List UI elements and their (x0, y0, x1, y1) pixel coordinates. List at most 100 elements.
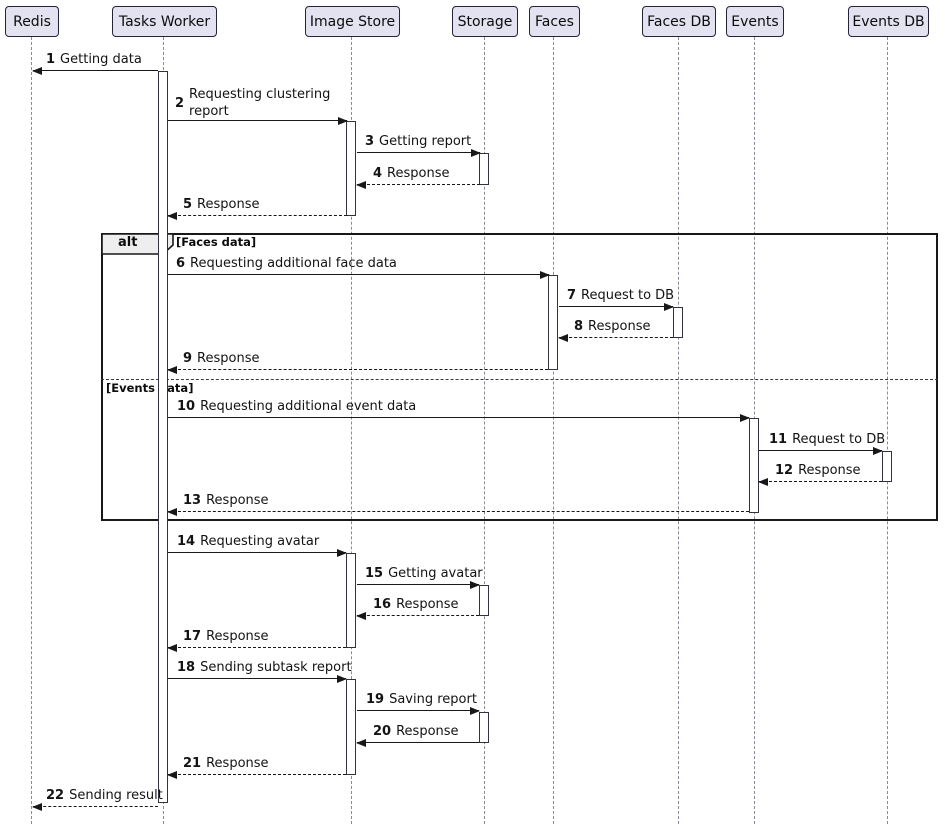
arrowhead-right-icon (740, 414, 750, 422)
message-arrow-11 (759, 447, 883, 455)
arrowhead-right-icon (664, 303, 674, 311)
activation-faces (548, 275, 558, 370)
message-arrow-2 (168, 117, 348, 125)
message-arrow-16 (356, 612, 479, 620)
message-number: 10 (177, 399, 196, 414)
arrowhead-right-icon (471, 149, 481, 157)
arrowhead-left-icon (167, 212, 177, 220)
message-arrow-22 (32, 803, 158, 811)
message-arrow-4 (356, 181, 480, 189)
message-number: 4 (373, 166, 383, 181)
message-number: 13 (183, 493, 202, 508)
arrowhead-left-icon (167, 366, 177, 374)
message-label-4: 4 Response (373, 166, 449, 181)
message-label-11: 11 Request to DB (769, 432, 885, 447)
alt-else-divider (101, 379, 938, 380)
message-text: Response (387, 166, 450, 181)
message-number: 18 (177, 660, 196, 675)
message-label-9: 9 Response (183, 351, 259, 366)
activation-image-store-2 (346, 553, 356, 648)
message-label-13: 13 Response (183, 493, 269, 508)
message-number: 6 (176, 256, 186, 271)
message-number: 2 (175, 95, 185, 111)
activation-storage-3 (479, 712, 489, 743)
message-number: 3 (365, 134, 375, 149)
lifeline-image-store (351, 37, 352, 824)
message-text: Requesting clustering report (189, 87, 331, 119)
alt-operator-label: alt (118, 235, 138, 250)
message-number: 8 (574, 319, 584, 334)
message-arrow-8 (558, 334, 673, 342)
arrowhead-right-icon (470, 707, 480, 715)
message-arrow-1 (32, 67, 158, 75)
message-text: Saving report (389, 692, 477, 707)
participant-box-tasks-worker: Tasks Worker (112, 6, 217, 37)
participant-box-faces-db: Faces DB (642, 6, 716, 37)
message-arrow-14 (168, 549, 347, 557)
message-text: Request to DB (581, 288, 675, 303)
message-number: 20 (373, 724, 392, 739)
arrowhead-right-icon (338, 117, 348, 125)
message-number: 16 (373, 597, 392, 612)
arrowhead-right-icon (337, 549, 347, 557)
activation-storage-1 (479, 153, 489, 185)
message-number: 11 (769, 432, 788, 447)
activation-events (749, 418, 759, 513)
message-number: 9 (183, 351, 193, 366)
message-text: Response (798, 463, 861, 478)
arrowhead-left-icon (758, 478, 768, 486)
message-text: Sending result (69, 788, 163, 803)
arrowhead-left-icon (356, 181, 366, 189)
message-number: 7 (567, 288, 577, 303)
message-arrow-21 (167, 771, 346, 779)
arrowhead-left-icon (167, 508, 177, 516)
message-arrow-5 (167, 212, 347, 220)
message-arrow-7 (559, 303, 674, 311)
message-number: 21 (183, 756, 202, 771)
message-text: Response (197, 351, 260, 366)
message-text: Response (396, 597, 459, 612)
message-number: 14 (177, 534, 196, 549)
participant-box-events: Events (726, 6, 784, 37)
alt-frame (101, 233, 938, 521)
message-text: Response (206, 493, 269, 508)
message-text: Request to DB (792, 432, 886, 447)
message-text: Requesting avatar (200, 534, 320, 549)
arrowhead-left-icon (167, 644, 177, 652)
message-label-7: 7 Request to DB (567, 288, 674, 303)
arrowhead-right-icon (873, 447, 883, 455)
message-text: Getting data (60, 52, 142, 67)
alt-guard-events: [Events data] (106, 381, 194, 395)
message-text: Response (206, 629, 269, 644)
activation-storage-2 (479, 585, 489, 616)
activation-image-store-1 (346, 121, 356, 216)
message-text: Getting avatar (388, 566, 483, 581)
message-number: 22 (46, 788, 65, 803)
arrowhead-left-icon (356, 739, 366, 747)
message-arrow-17 (167, 644, 346, 652)
message-text: Requesting additional event data (200, 399, 417, 414)
lifeline-redis (31, 37, 32, 824)
participant-box-image-store: Image Store (305, 6, 400, 37)
participant-box-redis: Redis (5, 6, 59, 37)
arrowhead-left-icon (32, 803, 42, 811)
lifeline-storage (484, 37, 485, 824)
arrowhead-right-icon (470, 581, 480, 589)
message-label-6: 6 Requesting additional face data (176, 256, 397, 271)
message-label-10: 10 Requesting additional event data (177, 399, 416, 414)
message-arrow-9 (167, 366, 548, 374)
arrowhead-left-icon (558, 334, 568, 342)
message-text: Response (396, 724, 459, 739)
message-label-22: 22 Sending result (46, 788, 163, 803)
message-text: Requesting additional face data (190, 256, 397, 271)
activation-faces-db (673, 307, 683, 338)
lifeline-events-db (887, 37, 888, 824)
message-arrow-20 (356, 739, 479, 747)
message-label-14: 14 Requesting avatar (177, 534, 319, 549)
